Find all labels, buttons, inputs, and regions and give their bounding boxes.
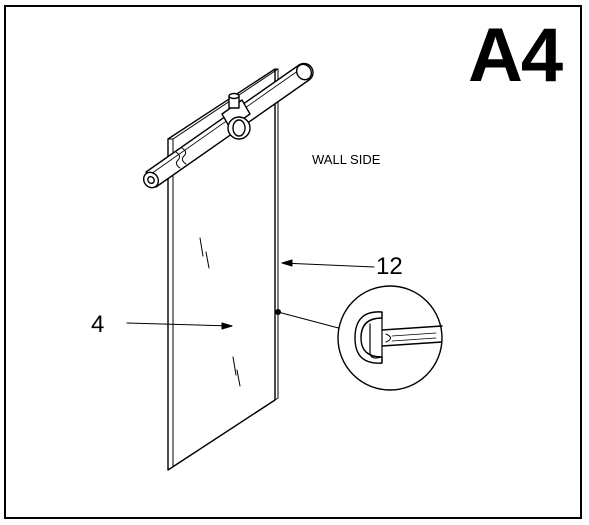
- bar-clamp: [221, 92, 251, 140]
- seal-detail-point: [275, 309, 281, 315]
- glass-panel: [167, 68, 279, 471]
- wall-side-label: WALL SIDE: [312, 152, 381, 167]
- seal-detail-callout: [337, 285, 443, 391]
- step-label: A4: [468, 13, 563, 98]
- callout-seal-number: 12: [376, 253, 403, 280]
- bar-break-mark: [175, 147, 187, 169]
- diagram-frame: [4, 5, 582, 519]
- callout-panel-number: 4: [91, 311, 105, 338]
- glass-reflection-marks: [199, 237, 241, 387]
- leader-lines: [126, 259, 375, 331]
